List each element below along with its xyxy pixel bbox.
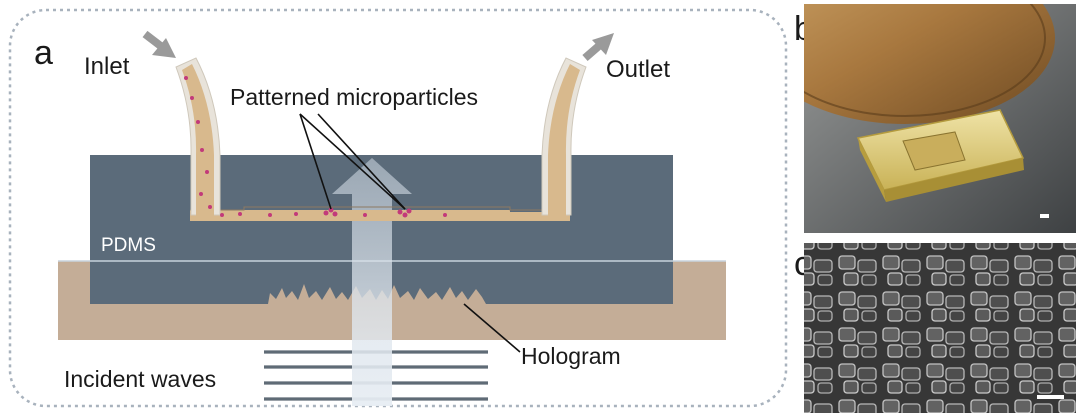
particle-dot	[190, 96, 194, 100]
sem-shadow-overlay	[804, 243, 1076, 413]
particle-dot	[199, 192, 203, 196]
sem-image	[804, 243, 1076, 413]
particle-dot	[406, 208, 412, 214]
inlet-arrow-shaft	[142, 30, 165, 51]
particle-dot	[220, 213, 224, 217]
inlet-arrow-head	[152, 38, 176, 58]
particle-dot	[402, 212, 408, 218]
particle-dot	[332, 211, 338, 217]
pdms-label: PDMS	[101, 235, 156, 256]
chip-side	[858, 138, 886, 202]
channel-edge	[190, 206, 570, 211]
particle-dot	[323, 210, 329, 216]
particle-dot	[238, 212, 242, 216]
particle-dot	[208, 205, 212, 209]
pointer-line	[299, 113, 406, 210]
outlet-arrow-shaft	[582, 41, 603, 62]
chip-hologram-area	[902, 131, 966, 171]
microparticles	[184, 76, 447, 218]
inlet-label: Inlet	[84, 53, 130, 80]
particle-dot	[294, 212, 298, 216]
channel-right	[510, 212, 570, 221]
outlet-arrow-head	[592, 33, 614, 55]
pointer-line	[299, 113, 332, 210]
hologram-relief	[268, 284, 486, 304]
panel-b: b	[794, 4, 1076, 233]
particle-dot	[205, 170, 209, 174]
particle-dot	[443, 213, 447, 217]
scale-bar-b	[1040, 214, 1049, 218]
particles-label: Patterned microparticles	[230, 84, 478, 110]
particle-dot	[328, 207, 334, 213]
pointer-line	[317, 113, 406, 210]
arrow-down-right-icon	[142, 30, 176, 58]
panel-a: a PDMS	[8, 8, 788, 408]
particle-dot	[196, 120, 200, 124]
arrow-up-right-icon	[582, 33, 614, 62]
inlet-tube-fluid	[182, 64, 214, 218]
particle-dot	[268, 213, 272, 217]
coin-image	[804, 4, 1055, 124]
particle-dot	[397, 209, 403, 215]
channel-main	[238, 210, 510, 221]
panel-a-frame	[8, 8, 788, 408]
panel-a-letter: a	[34, 34, 53, 72]
scale-bar-c	[1037, 395, 1064, 399]
particle-dot	[184, 76, 188, 80]
outlet-tube-fluid	[548, 64, 580, 218]
panel-c: c	[794, 243, 1076, 413]
particle-dot	[200, 148, 204, 152]
particles-pointers	[299, 113, 406, 210]
outlet-label: Outlet	[606, 56, 670, 83]
incident-label: Incident waves	[64, 366, 216, 392]
chip-front	[884, 158, 1024, 202]
particle-dot	[363, 213, 367, 217]
hologram-label: Hologram	[521, 343, 621, 369]
coin-rim	[804, 4, 1046, 117]
hologram-pointer	[463, 303, 521, 353]
